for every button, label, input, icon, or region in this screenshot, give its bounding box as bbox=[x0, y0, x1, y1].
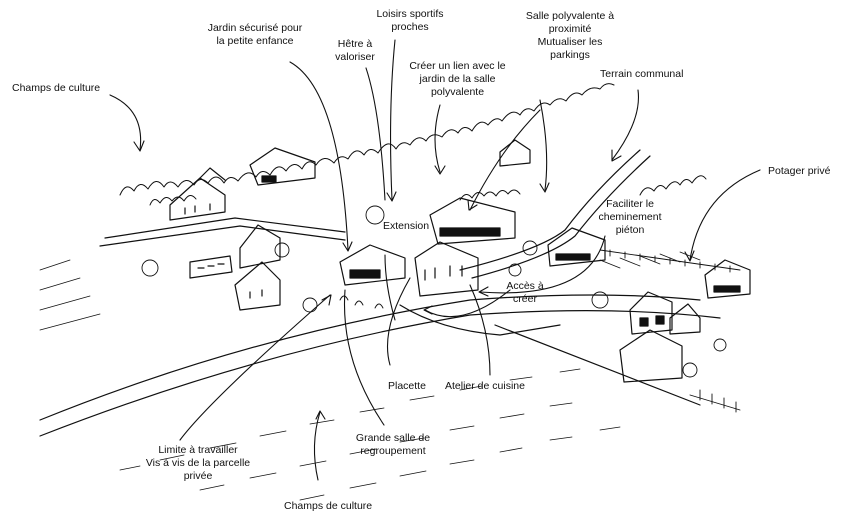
label-text: Accès à bbox=[506, 280, 544, 292]
label-placette: Placette bbox=[388, 380, 426, 393]
label-loisirs-sportifs: Loisirs sportifs proches bbox=[365, 8, 455, 34]
label-text: Potager privé bbox=[768, 165, 831, 177]
label-text: la petite enfance bbox=[216, 35, 294, 47]
label-text: Jardin sécurisé pour bbox=[207, 22, 303, 34]
label-text: créer bbox=[513, 293, 537, 305]
label-text: jardin de la salle bbox=[419, 73, 496, 85]
label-jardin-securise: Jardin sécurisé pour la petite enfance bbox=[200, 22, 310, 48]
label-terrain-communal: Terrain communal bbox=[600, 68, 683, 81]
trees bbox=[141, 205, 727, 378]
label-text: Vis à vis de la parcelle bbox=[145, 457, 251, 469]
label-grande-salle: Grande salle de regroupement bbox=[343, 432, 443, 458]
label-text: parkings bbox=[550, 49, 590, 61]
label-potager-prive: Potager privé bbox=[768, 165, 830, 178]
label-hetre: Hêtre à valoriser bbox=[325, 38, 385, 64]
annotation-arrows bbox=[109, 39, 761, 481]
label-atelier-de-cuisine: Atelier de cuisine bbox=[445, 380, 525, 393]
label-acces-a-creer: Accès à créer bbox=[500, 280, 550, 306]
label-text: Terrain communal bbox=[600, 68, 684, 80]
label-text: Faciliter le bbox=[606, 198, 654, 210]
label-text: Placette bbox=[388, 380, 426, 392]
label-text: privée bbox=[183, 470, 213, 482]
label-salle-polyvalente: Salle polyvalente à proximité Mutualiser… bbox=[515, 10, 625, 62]
label-text: proximité bbox=[548, 23, 592, 35]
label-text: piéton bbox=[615, 224, 645, 236]
label-creer-lien: Créer un lien avec le jardin de la salle… bbox=[400, 60, 515, 99]
buildings bbox=[169, 139, 751, 383]
label-text: Limite à travailler bbox=[158, 444, 238, 456]
label-text: Créer un lien avec le bbox=[409, 60, 506, 72]
label-text: Grande salle de bbox=[355, 432, 431, 444]
label-faciliter-cheminement: Faciliter le cheminement piéton bbox=[590, 198, 670, 237]
roads bbox=[39, 149, 721, 437]
label-text: Champs de culture bbox=[12, 82, 101, 94]
label-limite-a-travailler: Limite à travailler Vis à vis de la parc… bbox=[138, 444, 258, 483]
label-text: Atelier de cuisine bbox=[445, 380, 525, 392]
label-text: Loisirs sportifs bbox=[376, 8, 444, 20]
label-text: Salle polyvalente à bbox=[525, 10, 615, 22]
label-text: Champs de culture bbox=[284, 500, 373, 512]
field-hatching bbox=[39, 251, 701, 501]
label-text: polyvalente bbox=[430, 86, 485, 98]
label-champs-de-culture-bottom: Champs de culture bbox=[284, 500, 372, 513]
label-text: Extension bbox=[383, 220, 430, 232]
label-text: cheminement bbox=[598, 211, 662, 223]
label-text: Mutualiser les bbox=[537, 36, 603, 48]
label-extension: Extension bbox=[383, 220, 429, 233]
label-text: valoriser bbox=[335, 51, 375, 63]
label-text: Hêtre à bbox=[337, 38, 373, 50]
label-text: regroupement bbox=[360, 445, 426, 457]
label-champs-de-culture-top: Champs de culture bbox=[12, 82, 100, 95]
label-text: proches bbox=[391, 21, 429, 33]
